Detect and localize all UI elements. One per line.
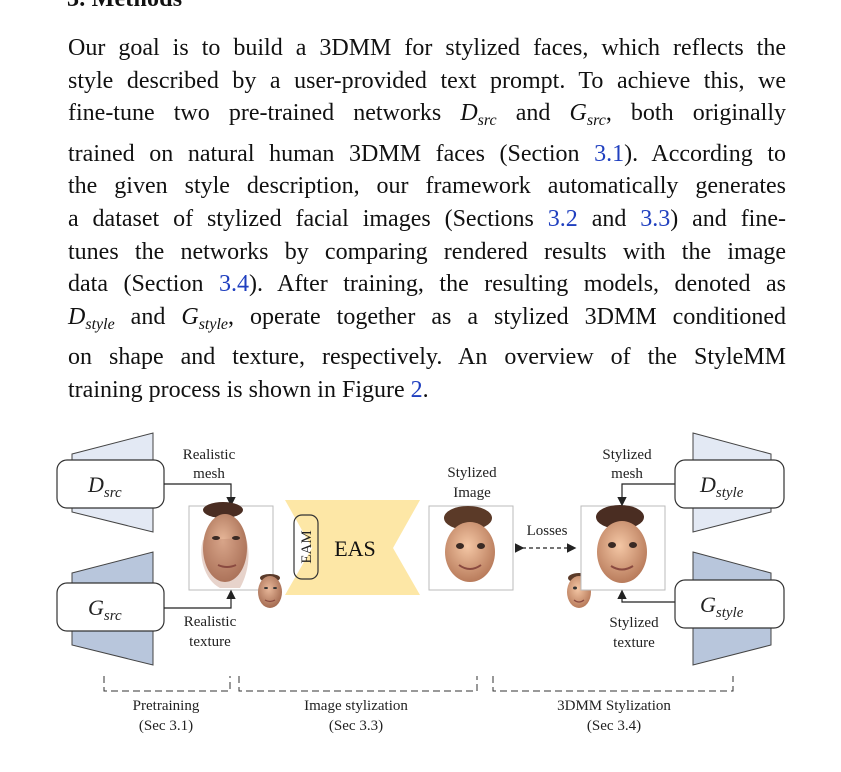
losses-label: Losses [527,523,568,539]
stage-image-stylization-ref: (Sec 3.3) [329,718,383,734]
realistic-mesh-arrow [164,483,236,507]
paragraph-line: a dataset of stylized facial images (Sec… [68,205,786,232]
eas-shape [285,500,420,595]
stylized-mesh-label-2: mesh [611,466,643,482]
stylized-texture-label-1: Stylized [609,615,659,631]
stylized-image-face [444,506,495,582]
realistic-face-image [201,502,249,588]
realistic-mesh-label-1: Realistic [183,447,236,463]
figure-link-2[interactable]: 2 [410,376,423,403]
paragraph-line: tunes the networks by comparing rendered… [68,238,786,265]
paragraph-line: Dstyle and Gstyle, operate together as a… [68,303,786,333]
section-link-3-2[interactable]: 3.2 [547,205,578,232]
paragraph-line: data (Section 3.4). After training, the … [68,271,786,298]
paragraph-line: Our goal is to build a 3DMM for stylized… [68,35,786,61]
image-stylization-bracket [238,676,478,692]
g-style-symbol: Gstyle [181,303,229,333]
stylized-image-label-1: Stylized [447,465,497,481]
section-link-3-3[interactable]: 3.3 [640,205,671,232]
section-link-3-1[interactable]: 3.1 [594,140,625,167]
pretraining-bracket [103,676,231,692]
d-style-box [674,459,785,509]
overview-figure: Dsrc Gsrc Realistic mesh Realistic [0,420,841,772]
section-link-3-4[interactable]: 3.4 [218,271,249,298]
stage-pretraining-ref: (Sec 3.1) [139,718,193,734]
stage-3dmm-stylization-ref: (Sec 3.4) [587,718,641,734]
realistic-mesh-label-2: mesh [193,466,225,482]
realistic-texture-arrow [164,589,236,609]
g-style-box [674,579,785,629]
stylized-mesh-arrow [617,483,675,507]
realistic-face-small [258,574,282,608]
methods-paragraph: Our goal is to build a 3DMM for stylized… [68,32,786,407]
realistic-texture-label-1: Realistic [184,614,237,630]
paragraph-line: fine-tune two pre-trained networks Dsrc … [68,100,787,130]
section-heading: 3. Methods [67,0,182,13]
d-src-label: Dsrc [87,472,122,501]
stage-image-stylization-label: Image stylization [304,698,408,714]
g-src-symbol: Gsrc [569,100,606,130]
d-style-label: Dstyle [699,472,744,501]
figure-svg: Dsrc Gsrc Realistic mesh Realistic [56,432,785,734]
g-src-label: Gsrc [88,595,122,624]
stylized-texture-arrow [617,589,675,603]
g-src-box [56,582,165,632]
eas-label: EAS [334,536,376,561]
stylized-texture-label-2: texture [613,635,655,651]
stylized-render-face [596,505,647,583]
stage-pretraining-label: Pretraining [133,698,200,714]
stylized-mesh-label-1: Stylized [602,447,652,463]
realistic-texture-label-2: texture [189,634,231,650]
d-src-symbol: Dsrc [460,100,497,130]
3dmm-stylization-bracket [492,676,734,692]
paragraph-line: training process is shown in Figure 2. [68,376,429,403]
paragraph-line: trained on natural human 3DMM faces (Sec… [68,140,786,167]
paragraph-line: on shape and texture, respectively. An o… [68,344,786,371]
eam-box [293,514,319,580]
stylized-image-label-2: Image [453,485,491,501]
paragraph-line: the given style description, our framewo… [68,173,786,200]
eam-label: EAM [299,530,315,563]
paragraph-line: style described by a user-provided text … [68,67,786,94]
g-style-label: Gstyle [700,592,744,621]
d-style-symbol: Dstyle [68,303,115,333]
stage-3dmm-stylization-label: 3DMM Stylization [557,698,671,714]
